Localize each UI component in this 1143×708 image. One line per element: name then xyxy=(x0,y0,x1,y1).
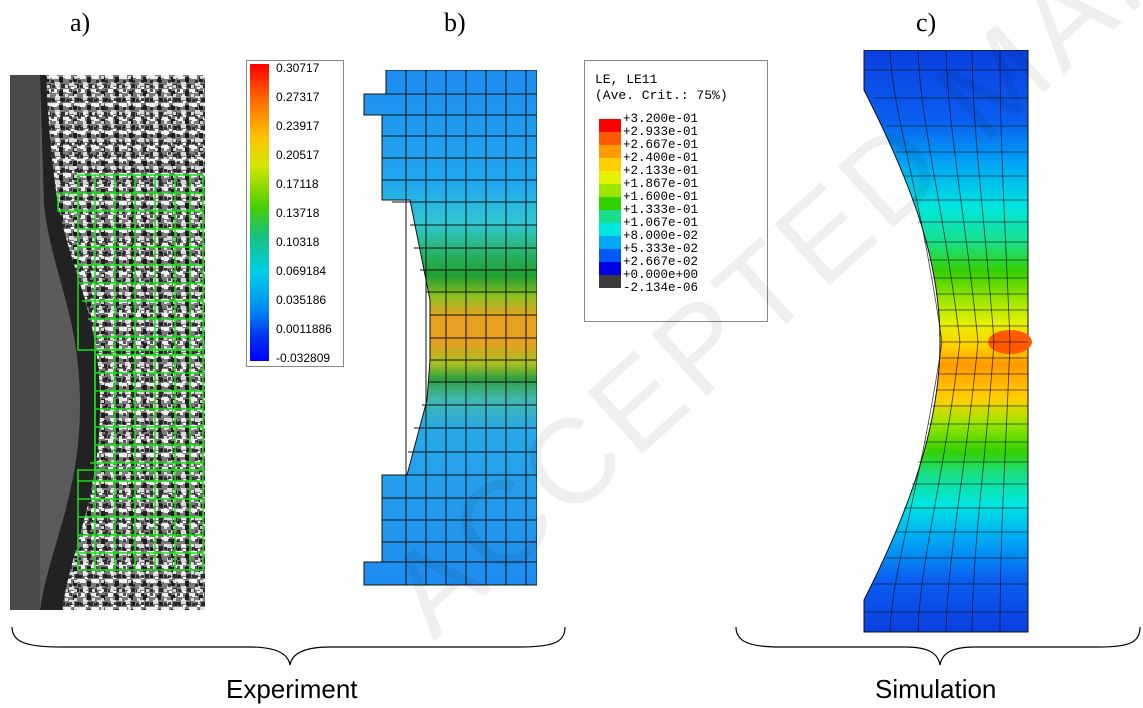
panel-label-b: b) xyxy=(444,8,466,37)
colorbar-a-tick: 0.0011886 xyxy=(276,322,332,336)
legend-c-label: +2.933e-01 xyxy=(623,125,699,139)
colorbar-a-tick: 0.27317 xyxy=(276,90,320,104)
panel-label-c: c) xyxy=(916,8,937,37)
strain-field-b xyxy=(363,70,537,586)
legend-c-label: -2.134e-06 xyxy=(623,281,699,295)
legend-c-swatch xyxy=(599,236,621,249)
colorbar-a-gradient xyxy=(250,64,269,361)
colorbar-a-tick: 0.30717 xyxy=(276,61,320,75)
legend-c-label: +0.000e+00 xyxy=(623,268,699,282)
legend-c-label: +2.400e-01 xyxy=(623,151,699,165)
colorbar-a-tick: 0.13718 xyxy=(276,206,320,220)
legend-c-label: +2.667e-01 xyxy=(623,138,699,152)
legend-c-swatch xyxy=(599,210,621,223)
colorbar-a-tick: 0.17118 xyxy=(276,177,319,191)
speckle-image-a xyxy=(10,75,205,610)
legend-c-swatch xyxy=(599,197,621,210)
colorbar-a-tick: 0.20517 xyxy=(276,148,320,162)
legend-c-swatch xyxy=(599,249,621,262)
brace-simulation xyxy=(735,626,1141,666)
simulation-contour-c xyxy=(863,50,1032,633)
legend-c-label: +8.000e-02 xyxy=(623,229,699,243)
legend-c-label: +2.667e-02 xyxy=(623,255,699,269)
legend-c-title: LE, LE11 xyxy=(595,72,658,87)
legend-c-label: +5.333e-02 xyxy=(623,242,699,256)
brace-experiment xyxy=(11,626,566,666)
legend-c-swatch xyxy=(599,158,621,171)
panel-label-a: a) xyxy=(70,8,91,37)
legend-c-swatch xyxy=(599,171,621,184)
legend-c-swatch xyxy=(599,275,621,288)
colorbar-a-tick: 0.10318 xyxy=(276,235,320,249)
colorbar-a-tick: -0.032809 xyxy=(276,351,331,365)
label-experiment: Experiment xyxy=(226,674,358,704)
legend-c-swatch xyxy=(599,145,621,158)
legend-c-swatch xyxy=(599,223,621,236)
legend-c-label: +1.067e-01 xyxy=(623,216,699,230)
label-simulation: Simulation xyxy=(875,674,997,704)
legend-c-label: +2.133e-01 xyxy=(623,164,699,178)
legend-c-label: +3.200e-01 xyxy=(623,112,699,126)
legend-c-label: +1.867e-01 xyxy=(623,177,699,191)
legend-c-swatch xyxy=(599,132,621,145)
legend-c-swatch xyxy=(599,262,621,275)
colorbar-a-tick: 0.069184 xyxy=(276,264,327,278)
legend-c-swatch xyxy=(599,119,621,132)
legend-c-label: +1.333e-01 xyxy=(623,203,699,217)
legend-c-subtitle: (Ave. Crit.: 75%) xyxy=(595,88,728,103)
legend-c-swatch xyxy=(599,184,621,197)
legend-c-frame: LE, LE11 (Ave. Crit.: 75%) +3.200e-01 +2… xyxy=(584,60,768,322)
legend-c-label: +1.600e-01 xyxy=(623,190,699,204)
colorbar-a-tick: 0.035186 xyxy=(276,293,327,307)
colorbar-a-tick: 0.23917 xyxy=(276,119,320,133)
